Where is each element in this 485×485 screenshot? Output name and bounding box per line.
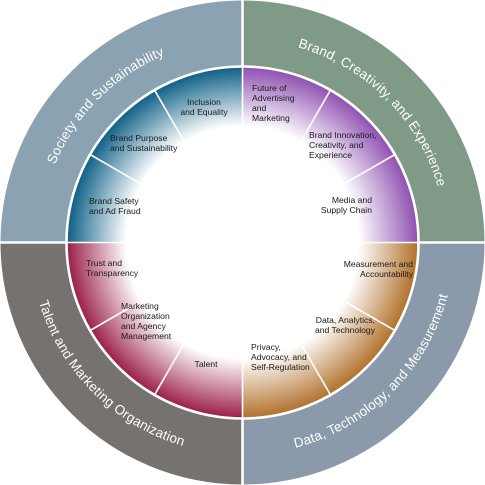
topic-segment <box>66 154 165 243</box>
segment-divider <box>89 286 165 332</box>
segment-label-line: Organization <box>121 311 170 321</box>
segment-divider <box>286 89 332 165</box>
segment-label: Talent <box>195 359 219 369</box>
quadrant-segment <box>0 242 243 485</box>
topic-segment <box>287 287 395 395</box>
segment-label-line: and Equality <box>180 107 228 117</box>
topic-segment <box>242 320 331 419</box>
segment-label-line: Privacy, <box>251 342 281 352</box>
segment-label-line: Measurement and <box>344 259 413 269</box>
topic-segment <box>320 242 419 331</box>
segment-label-line: Accountability <box>360 269 414 279</box>
segment-label-line: Data, Analytics, <box>316 315 375 325</box>
quadrant-segment <box>242 242 485 485</box>
topic-segment <box>90 287 198 395</box>
segment-label-line: Advocacy, and <box>251 352 307 362</box>
segment-divider <box>153 89 199 165</box>
segment-label-line: Future of <box>252 83 287 93</box>
topic-segment <box>287 90 395 198</box>
segment-label-line: Advertising <box>252 93 295 103</box>
segment-label-line: and Sustainability <box>110 143 178 153</box>
segment-label-line: Inclusion <box>187 97 221 107</box>
segment-label-line: Management <box>121 331 172 341</box>
segment-label-line: Media and <box>332 195 372 205</box>
segment-label-line: Transparency <box>86 268 139 278</box>
segment-label-line: Brand Purpose <box>110 133 168 143</box>
quadrant-segment <box>242 0 485 243</box>
quadrant-segment <box>0 0 243 243</box>
segment-label-line: Brand Innovation, <box>309 130 376 140</box>
ring-gap <box>65 65 420 420</box>
segment-label-line: Self-Regulation <box>251 362 310 372</box>
segment-label-line: Creativity, and <box>309 140 364 150</box>
segment-label: Data, Analytics,and Technology <box>315 315 376 335</box>
topic-segment <box>242 66 331 165</box>
segment-label-line: Marketing <box>252 113 290 123</box>
segment-divider <box>153 320 199 396</box>
topic-segment <box>320 154 419 243</box>
segment-label-line: Marketing <box>121 301 159 311</box>
segment-label-line: and Agency <box>121 321 167 331</box>
inner-ring <box>66 66 419 419</box>
segment-label-line: and <box>252 103 267 113</box>
topic-segment <box>154 320 243 419</box>
topic-segment <box>90 90 198 198</box>
segment-divider <box>89 153 165 199</box>
segment-label-line: Brand Safety <box>89 196 139 206</box>
topic-segment <box>154 66 243 165</box>
segment-label-line: Experience <box>309 150 352 160</box>
segment-label-line: and Ad Fraud <box>89 206 141 216</box>
segment-label-line: Trust and <box>86 258 122 268</box>
segment-label-line: Talent <box>195 359 219 369</box>
segment-label-line: and Technology <box>315 325 376 335</box>
segment-divider <box>320 153 396 199</box>
center-circle <box>152 152 333 333</box>
topic-segment <box>66 242 165 331</box>
segment-divider <box>286 320 332 396</box>
segment-label-line: Supply Chain <box>321 205 372 215</box>
segment-divider <box>320 286 396 332</box>
